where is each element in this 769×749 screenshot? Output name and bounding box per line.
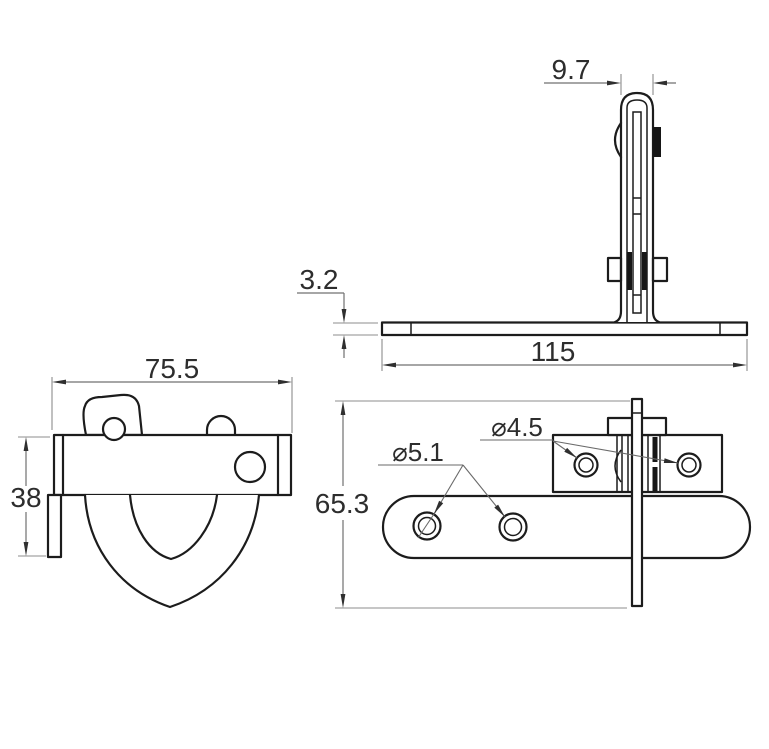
bracket-hole-2-inner bbox=[681, 457, 697, 473]
dim-plate-length: 115 bbox=[381, 336, 748, 371]
upright-post-outline bbox=[613, 91, 661, 324]
post-left-boss bbox=[613, 121, 623, 159]
extension-lines bbox=[333, 322, 378, 336]
post-right-tab bbox=[653, 127, 661, 157]
dim-overall-depth-label: 65.3 bbox=[315, 488, 370, 519]
arrowhead bbox=[382, 362, 396, 368]
dim-plate-thickness: 3.2 bbox=[297, 264, 378, 358]
side-view: 9.7 3.2 115 bbox=[297, 54, 749, 371]
arrowhead bbox=[733, 362, 747, 368]
slot-plate bbox=[381, 494, 752, 560]
top-view: 65.3 ⌀5.1 ⌀4.5 bbox=[315, 397, 752, 609]
post-slot-marks bbox=[633, 197, 641, 296]
pin-section-right bbox=[642, 252, 647, 290]
base-plate bbox=[380, 321, 749, 337]
bar-hole bbox=[233, 450, 267, 484]
post-right-ear bbox=[651, 256, 669, 283]
dim-overall-height: 38 bbox=[10, 436, 50, 557]
pin bbox=[630, 397, 644, 608]
callout-bracket-holes: ⌀4.5 bbox=[480, 412, 679, 464]
extension-lines bbox=[18, 436, 50, 557]
bracket-hole-1-outer bbox=[573, 452, 599, 478]
bracket-inner-lines bbox=[616, 435, 661, 492]
slot-plate-hole-1-inner bbox=[417, 516, 437, 536]
leader-through-hole bbox=[417, 510, 437, 539]
dim-plate-thickness-label: 3.2 bbox=[300, 264, 339, 295]
front-view: 75.5 38 bbox=[10, 353, 293, 609]
post-left-ear bbox=[606, 256, 623, 283]
dim-overall-height-label: 38 bbox=[10, 482, 41, 513]
side-strip bbox=[46, 493, 63, 559]
plate-hole-diameter-label: ⌀5.1 bbox=[392, 437, 444, 467]
arrowhead bbox=[434, 500, 444, 514]
pin-section-left bbox=[627, 252, 632, 290]
extension-lines bbox=[620, 74, 654, 95]
arrowhead bbox=[52, 379, 66, 385]
extension-lines bbox=[335, 400, 630, 609]
lever-pivot-hole bbox=[101, 416, 127, 442]
callout-plate-holes: ⌀5.1 bbox=[378, 437, 506, 539]
slot-plate-hole-2-inner bbox=[503, 517, 523, 537]
arrowhead bbox=[494, 504, 505, 517]
arrowhead bbox=[23, 437, 29, 451]
arrowhead bbox=[564, 447, 577, 458]
shackle-inner bbox=[128, 493, 219, 561]
extension-lines bbox=[51, 377, 293, 433]
slot-plate-hole-2-outer bbox=[498, 512, 528, 542]
bracket-hole-1-inner bbox=[578, 457, 594, 473]
dim-overall-width: 75.5 bbox=[51, 353, 293, 433]
arrowhead bbox=[341, 309, 347, 323]
dim-overall-depth: 65.3 bbox=[315, 400, 630, 609]
arrowhead bbox=[653, 80, 667, 86]
dim-upright-width: 9.7 bbox=[544, 54, 676, 95]
arrowhead bbox=[607, 80, 621, 86]
arrowhead bbox=[340, 401, 346, 415]
latch-bar-seams bbox=[61, 433, 280, 497]
extension-lines bbox=[381, 339, 748, 371]
bracket-hole-diameter-label: ⌀4.5 bbox=[491, 412, 543, 442]
post-slot bbox=[632, 111, 642, 314]
post-inner-profile bbox=[626, 99, 648, 322]
dim-overall-width-label: 75.5 bbox=[145, 353, 200, 384]
dimension-line bbox=[297, 292, 345, 358]
arrowhead bbox=[278, 379, 292, 385]
shackle-outer bbox=[83, 493, 261, 609]
arrowhead bbox=[663, 458, 678, 463]
pin-contact-lower bbox=[652, 467, 658, 491]
arrowhead bbox=[23, 542, 29, 556]
dim-plate-length-label: 115 bbox=[531, 336, 576, 367]
catch-bump bbox=[205, 414, 237, 437]
slot-plate-hole-1-outer bbox=[412, 511, 442, 541]
lever-plate bbox=[82, 393, 144, 437]
pin-contact-upper bbox=[652, 437, 658, 462]
dim-upright-width-label: 9.7 bbox=[552, 54, 591, 85]
bracket-hole-2-outer bbox=[676, 452, 702, 478]
arrowhead bbox=[341, 335, 347, 349]
arrowhead bbox=[340, 594, 346, 608]
